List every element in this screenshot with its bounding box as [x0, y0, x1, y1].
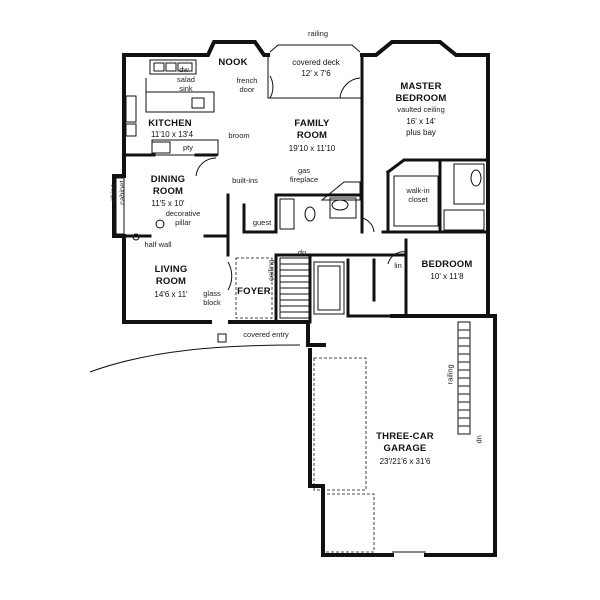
lin-note: lin — [394, 261, 402, 270]
stairs — [279, 257, 345, 319]
master-label-1: MASTER — [400, 81, 442, 92]
walk-in-closet-note: walk-in closet — [406, 186, 430, 204]
entry-post — [217, 333, 227, 343]
decorative-pillar — [155, 219, 165, 229]
garage-label-2: GARAGE — [383, 443, 427, 454]
bedroom-size: 10' x 11'8 — [430, 272, 464, 281]
deck-outline — [267, 55, 363, 99]
dining-size: 11'5 x 10' — [151, 199, 185, 208]
deck-railing — [269, 44, 361, 53]
china-cabinet-note: china cabinet — [108, 180, 126, 205]
foyer-label: FOYER — [237, 286, 271, 297]
kitchen-size: 11'10 x 13'4 — [150, 130, 194, 139]
ceiling-note: ceiling — [266, 259, 276, 281]
garage-label-1: THREE-CAR — [376, 431, 434, 442]
built-ins-note: built-ins — [232, 176, 258, 185]
master-ceiling-note: vaulted ceiling — [397, 105, 445, 114]
kitchen-counters — [125, 59, 219, 156]
french-door-note: french door — [236, 76, 258, 94]
decorative-pillar-note: decorative pillar — [165, 209, 201, 227]
railing-top-note: railing — [307, 29, 329, 38]
bath-fixtures — [279, 163, 485, 231]
broom-note: broom — [228, 131, 250, 140]
dw-note: dw — [179, 65, 189, 74]
half-wall-post — [132, 233, 140, 241]
half-wall-note: half wall — [144, 240, 172, 249]
bedroom-label: BEDROOM — [421, 259, 473, 270]
gas-fireplace-note: gas fireplace — [289, 166, 319, 184]
dn-garage-note: dn — [474, 435, 484, 444]
fireplace — [320, 181, 361, 201]
master-bay: plus bay — [406, 128, 436, 137]
dining-label-1: DINING — [150, 174, 186, 185]
kitchen-label: KITCHEN — [148, 118, 192, 129]
salad-sink-note: salad sink — [177, 75, 195, 93]
deck-label: covered deck — [292, 58, 340, 67]
exterior-walls — [112, 40, 497, 557]
interior-walls — [122, 53, 490, 324]
living-label-1: LIVING — [154, 264, 188, 275]
foyer-ceiling-dash — [235, 257, 273, 319]
garage-size: 23'/21'6 x 31'6 — [379, 457, 431, 466]
family-size: 19'10 x 11'10 — [288, 144, 336, 153]
master-size: 16' x 14' — [406, 117, 436, 126]
china-cabinet — [115, 177, 125, 235]
dining-label-2: ROOM — [152, 186, 184, 197]
master-label-2: BEDROOM — [395, 93, 447, 104]
pty-note: pty — [182, 143, 194, 152]
glass-block-note: glass block — [203, 289, 221, 307]
dn-stairs-note: dn — [297, 248, 307, 257]
family-label-2: ROOM — [296, 130, 328, 141]
garage-details — [313, 321, 471, 553]
living-label-2: ROOM — [155, 276, 187, 287]
railing-garage-note: railing — [445, 364, 455, 385]
living-size: 14'6 x 11' — [154, 290, 188, 299]
nook-label: NOOK — [218, 57, 248, 68]
guest-note: guest — [252, 218, 272, 227]
covered-entry-note: covered entry — [243, 330, 289, 339]
door-swings — [195, 75, 407, 291]
family-label-1: FAMILY — [294, 118, 330, 129]
entry-walk — [89, 344, 301, 373]
deck-size: 12' x 7'6 — [301, 69, 331, 78]
